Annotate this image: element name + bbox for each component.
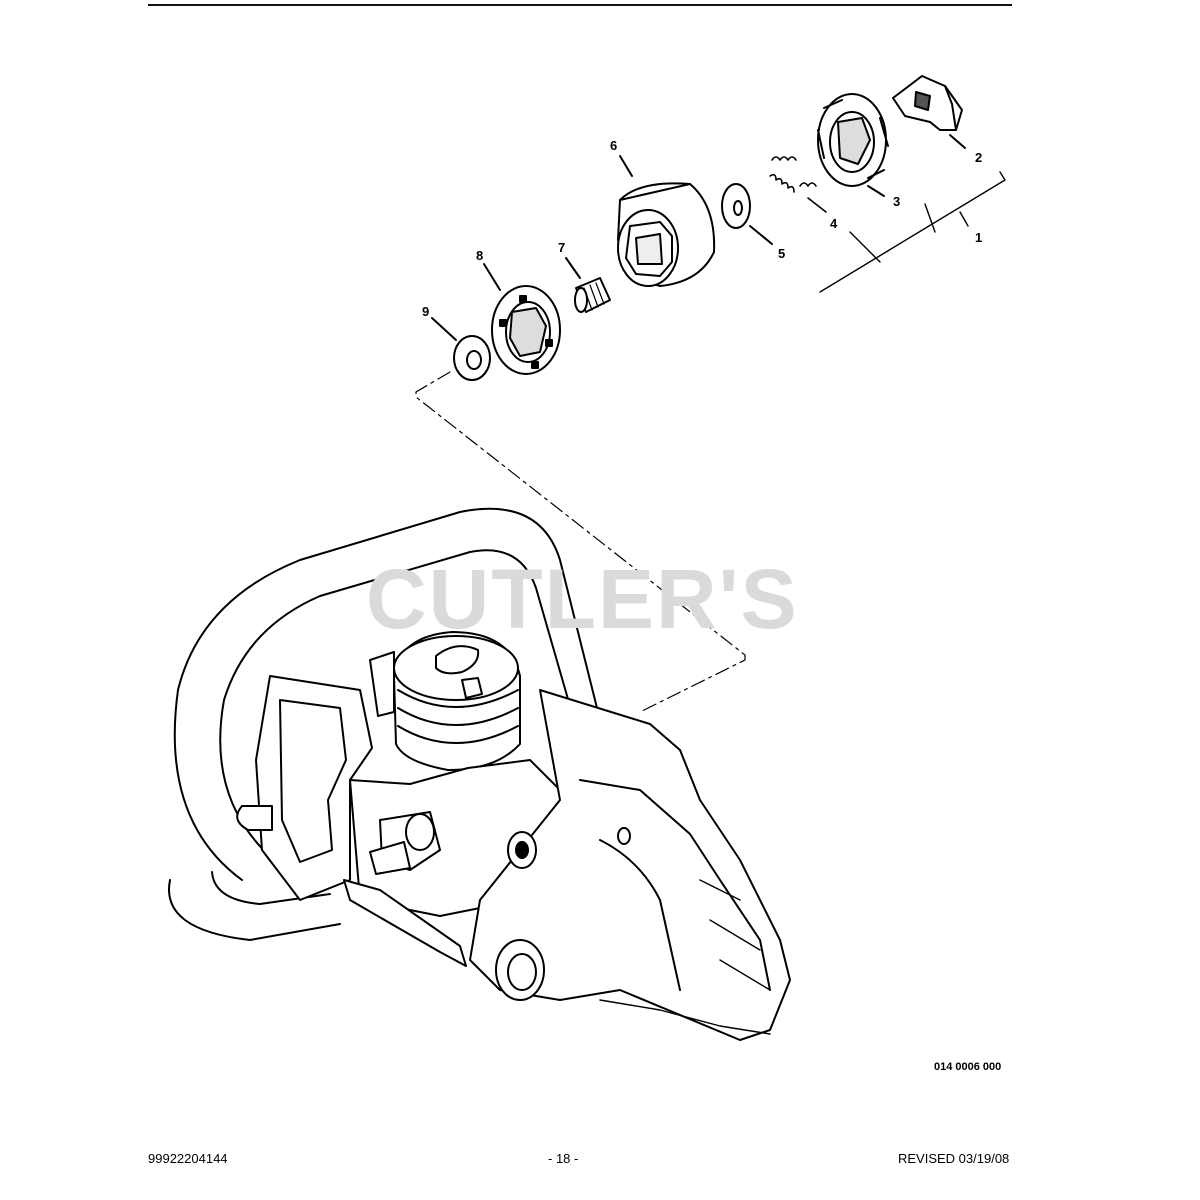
callout-3: 3 [893, 194, 900, 209]
front-handle [173, 507, 601, 881]
footer-part-number: 99922204144 [148, 1151, 228, 1166]
part-6-clutch-drum [617, 155, 716, 287]
part-5-washer [721, 183, 773, 245]
footer-revised-date: REVISED 03/19/08 [898, 1151, 1010, 1166]
callout-2: 2 [975, 150, 982, 165]
callout-6: 6 [610, 138, 617, 153]
footer-page-number: - 18 - [548, 1151, 579, 1166]
top-rule [148, 4, 1012, 6]
part-2-nut [892, 75, 966, 149]
saw-powerhead [168, 507, 791, 1041]
part-3-clutch-shoe [817, 93, 889, 197]
callout-7: 7 [558, 240, 565, 255]
part-8-rim-sprocket [483, 263, 561, 375]
callout-1: 1 [975, 230, 982, 245]
part-7-needle-bearing [565, 257, 611, 313]
part-9-washer [431, 317, 491, 381]
clutch-cover [469, 689, 791, 1041]
callout-8: 8 [476, 248, 483, 263]
figure-reference: 014 0006 000 [934, 1061, 1002, 1073]
callout-4: 4 [830, 216, 838, 231]
watermark: CUTLER'S [366, 552, 799, 646]
cylinder [369, 631, 521, 771]
assembly-bracket [819, 171, 1006, 293]
callout-5: 5 [778, 246, 785, 261]
exploded-axis-line [415, 371, 746, 713]
part-4-springs [769, 156, 827, 213]
callout-labels: 1 2 3 4 5 6 7 8 9 [422, 138, 982, 319]
callout-9: 9 [422, 304, 429, 319]
